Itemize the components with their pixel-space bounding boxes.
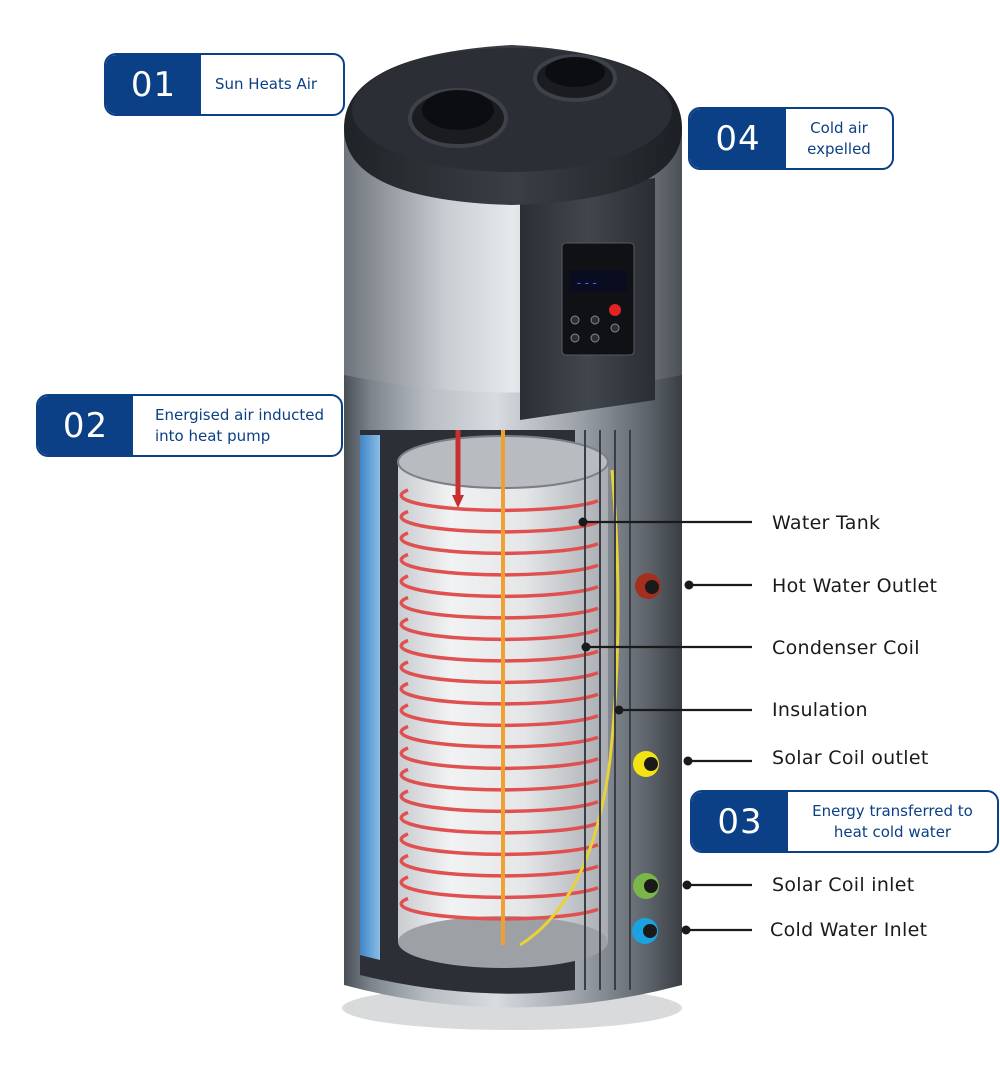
panel-btn-4 <box>590 333 600 343</box>
condenser-coil <box>399 488 599 921</box>
step-02-text: Energised air inducted into heat pump <box>133 396 334 455</box>
hot-water-outlet-port-hole <box>645 580 659 594</box>
top-cap-face <box>352 48 672 172</box>
step-01-callout: 01 Sun Heats Air <box>104 53 345 116</box>
step-02-number: 02 <box>38 396 133 455</box>
cold-water-inlet-port-hole <box>643 924 657 938</box>
step-03-callout: 03 Energy transferred to heat cold water <box>690 790 999 853</box>
step-01-label: Sun Heats Air <box>215 75 318 93</box>
step-03-text: Energy transferred to heat cold water <box>788 792 997 851</box>
step-01-text: Sun Heats Air <box>201 55 327 114</box>
step-04-line-1: Cold air <box>810 118 868 137</box>
step-04-line-2: expelled <box>807 139 871 158</box>
step-02-line-2: into heat pump <box>155 426 271 445</box>
water-tank-label: Water Tank <box>772 512 881 534</box>
panel-btn-2 <box>590 315 600 325</box>
solar-coil-inlet-label: Solar Coil inlet <box>772 874 915 896</box>
step-04-number: 04 <box>690 109 786 168</box>
solar-coil-outlet-label: Solar Coil outlet <box>772 747 929 769</box>
hot-pipe-arrow <box>452 495 464 508</box>
step-03-line-1: Energy transferred to <box>812 801 973 820</box>
panel-btn-3 <box>570 333 580 343</box>
panel-power-btn <box>609 304 621 316</box>
solar-coil-inlet-port-hole <box>644 879 658 893</box>
solar-line <box>519 469 620 947</box>
step-04-callout: 04 Cold air expelled <box>688 107 894 170</box>
insulation-label: Insulation <box>772 699 868 721</box>
step-02-callout: 02 Energised air inducted into heat pump <box>36 394 343 457</box>
step-03-line-2: heat cold water <box>833 822 952 841</box>
panel-btn-1 <box>570 315 580 325</box>
solar-coil-outlet-port-hole <box>644 757 658 771</box>
condenser-coil-label: Condenser Coil <box>772 637 920 659</box>
air-inlet-opening <box>422 90 494 130</box>
panel-btn-5 <box>610 323 620 333</box>
step-04-text: Cold air expelled <box>786 109 892 168</box>
leader-lines <box>583 520 752 932</box>
leader-dots <box>578 517 694 935</box>
cold-water-inlet-label: Cold Water Inlet <box>770 919 928 941</box>
step-01-number: 01 <box>106 55 201 114</box>
step-03-number: 03 <box>692 792 788 851</box>
air-outlet-opening <box>545 57 605 87</box>
hot-water-outlet-label: Hot Water Outlet <box>772 575 938 597</box>
display-readout: --- <box>575 276 598 291</box>
control-display <box>569 270 627 292</box>
insulation-layer <box>360 435 380 960</box>
step-02-line-1: Energised air inducted <box>155 405 325 424</box>
